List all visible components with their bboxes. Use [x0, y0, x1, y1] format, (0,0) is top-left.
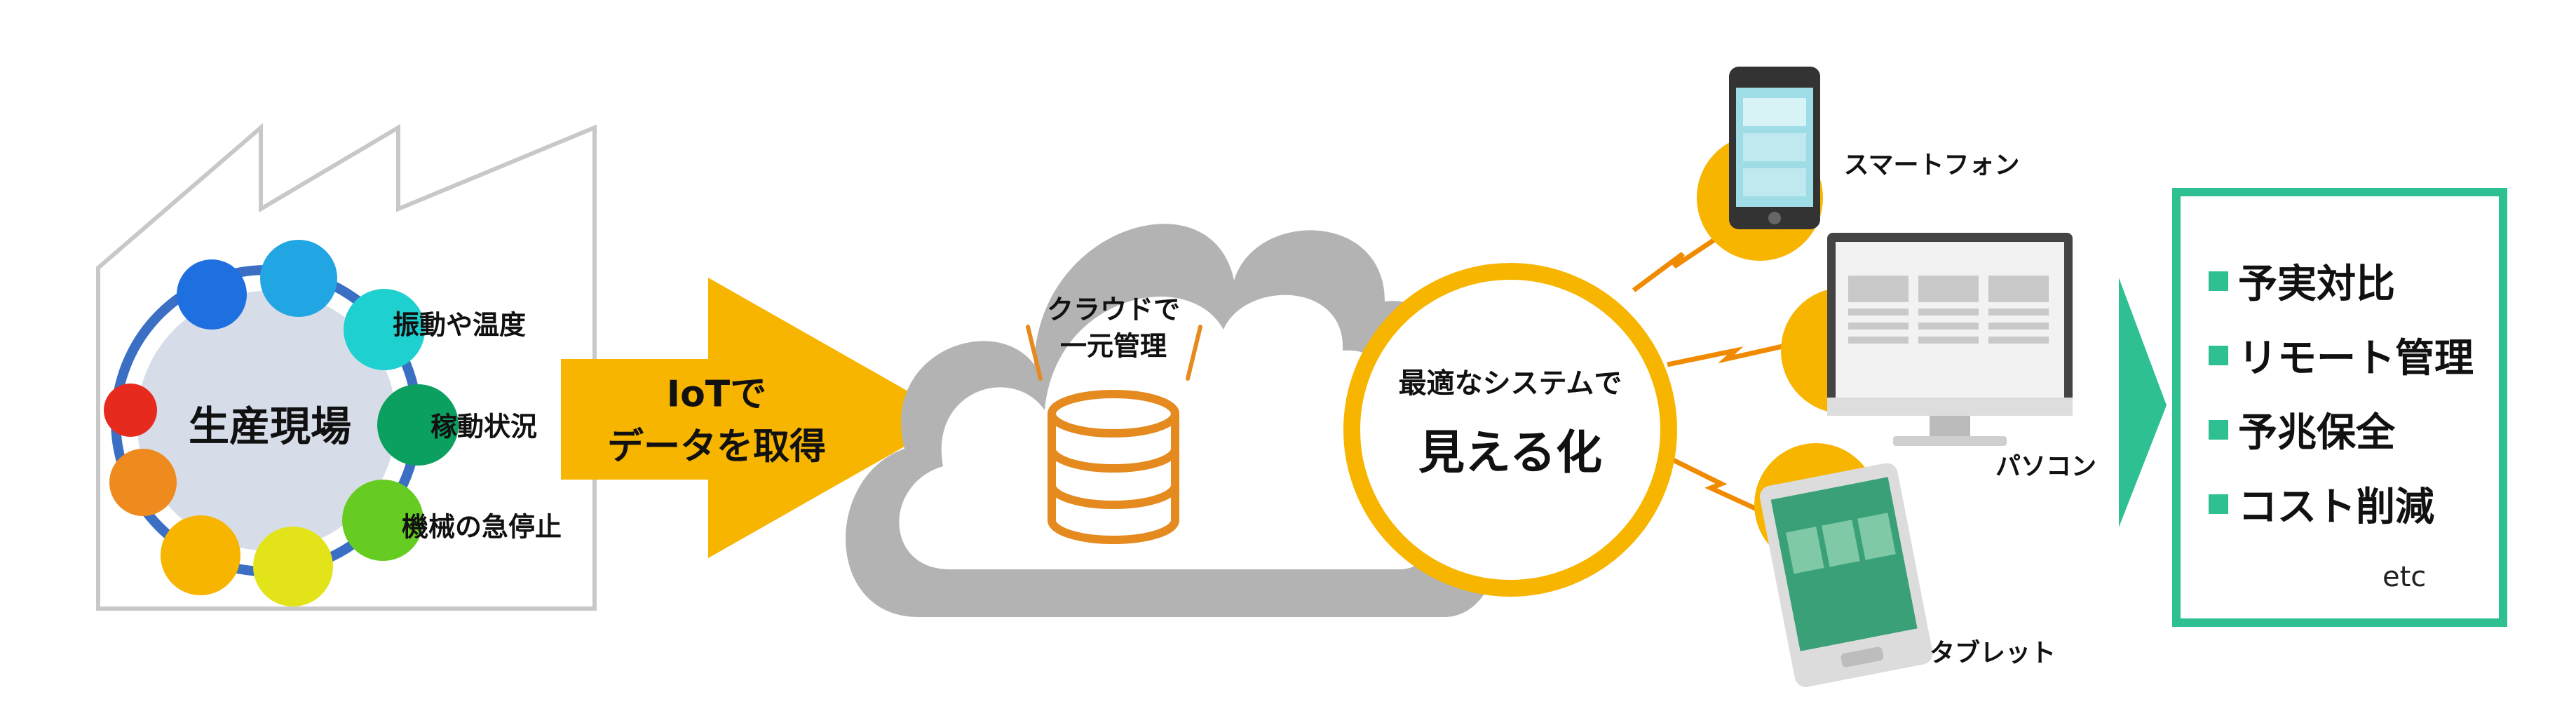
production-disc — [137, 291, 396, 550]
cloud-label-line2: 一元管理 — [1059, 330, 1167, 362]
bullet-square — [2209, 419, 2228, 440]
lightning-connectors — [1632, 224, 1796, 518]
device-label-pc: パソコン — [1995, 452, 2097, 481]
bullet-square — [2209, 271, 2228, 291]
benefit-label: 予兆保全 — [2238, 410, 2395, 456]
bullet-square — [2209, 494, 2228, 514]
result-chevron — [2119, 278, 2167, 527]
device-label-smartphone: スマートフォン — [1843, 151, 2020, 179]
database-icon — [1048, 390, 1179, 544]
benefit-item: コスト削減 — [2209, 475, 2434, 532]
benefit-item: 予兆保全 — [2209, 401, 2395, 458]
benefit-label: コスト削減 — [2238, 485, 2434, 530]
benefit-label: 予実対比 — [2238, 262, 2395, 307]
factory-label: 生産現場 — [188, 402, 352, 450]
arrow-label-line2: データを取得 — [606, 426, 827, 468]
tablet-icon — [1754, 443, 1933, 687]
benefits-box: 予実対比 リモート管理 予兆保全 コスト削減 etc — [2172, 188, 2507, 627]
system-circle — [1343, 263, 1677, 597]
pc-icon — [1781, 233, 2073, 446]
arrow-label-line1: IoTで — [666, 373, 767, 416]
benefit-item: 予実対比 — [2209, 252, 2395, 309]
device-label-tablet: タブレット — [1929, 639, 2056, 668]
smartphone-icon — [1697, 67, 1823, 261]
benefit-label: リモート管理 — [2238, 336, 2474, 381]
benefit-item: リモート管理 — [2209, 327, 2474, 384]
sensor-label-status: 稼動状況 — [430, 411, 538, 442]
sensor-label-vibration: 振動や温度 — [392, 309, 527, 341]
cloud-label-line1: クラウドで — [1046, 294, 1181, 325]
emphasis-ticks — [1026, 325, 1202, 381]
sensor-label-stop: 機械の急停止 — [401, 511, 562, 543]
system-label-line1: 最適なシステムで — [1398, 367, 1622, 400]
bullet-square — [2209, 345, 2228, 365]
iot-arrow — [561, 278, 955, 558]
sensor-dots — [104, 240, 459, 607]
system-label-line2: 見える化 — [1418, 426, 1603, 480]
benefits-etc: etc — [2382, 561, 2427, 593]
